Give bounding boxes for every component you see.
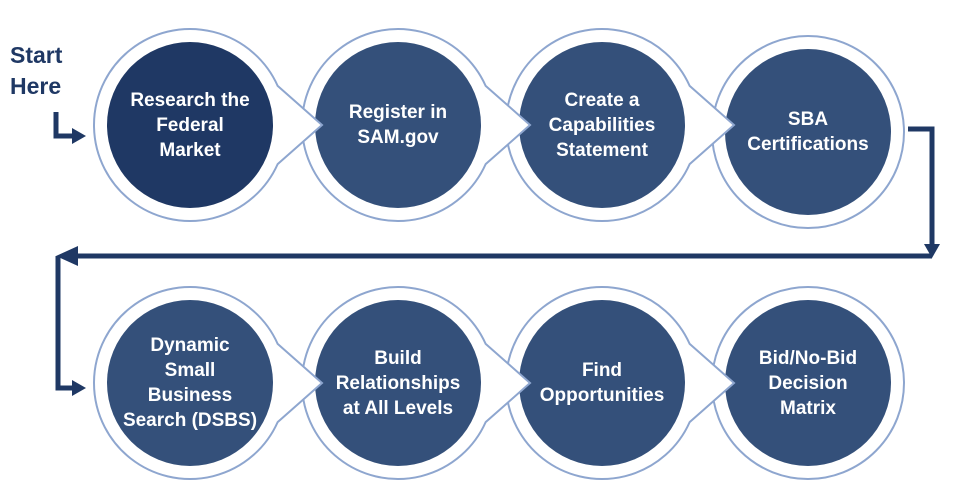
step-label: Register in SAM.gov: [348, 102, 448, 148]
start-here-label: Start Here: [10, 40, 62, 102]
step-label: Dynamic Small Business Search (DSBS): [122, 335, 258, 431]
step-node: [93, 286, 324, 480]
return-arrowhead: [56, 246, 78, 266]
steps-layer: [93, 28, 906, 480]
row2-entry-connector: [55, 256, 76, 391]
step-circle: [725, 300, 891, 466]
start-hook-arrowhead: [72, 128, 86, 144]
step-circle: [315, 300, 481, 466]
step-circle: [107, 42, 273, 208]
step-label: Bid/No-Bid Decision Matrix: [758, 347, 858, 419]
start-hook-arrow: [53, 112, 76, 139]
step-node: [710, 35, 906, 229]
step-node: [505, 286, 736, 480]
row2-entry-arrowhead: [72, 380, 86, 396]
step-label: Find Opportunities: [539, 360, 665, 406]
step-node: [301, 286, 532, 480]
step-node: [505, 28, 736, 222]
step-label: Build Relationships at All Levels: [335, 347, 461, 419]
step-node: [710, 286, 906, 480]
step-circle: [107, 300, 273, 466]
step-circle: [519, 300, 685, 466]
start-label-line1: Start: [10, 42, 63, 68]
flow-connectors: [53, 112, 940, 396]
step-circle: [519, 42, 685, 208]
step-node: [301, 28, 532, 222]
step-label: Research the Federal Market: [130, 89, 250, 161]
start-label-line2: Here: [10, 73, 62, 99]
row1-exit-connector: [908, 126, 935, 248]
step-node: [93, 28, 324, 222]
step-circle: [725, 49, 891, 215]
row1-exit-arrowhead: [924, 244, 940, 258]
step-label: SBA Certifications: [747, 109, 869, 155]
step-circle: [315, 42, 481, 208]
step-label: Create a Capabilities Statement: [548, 89, 656, 161]
